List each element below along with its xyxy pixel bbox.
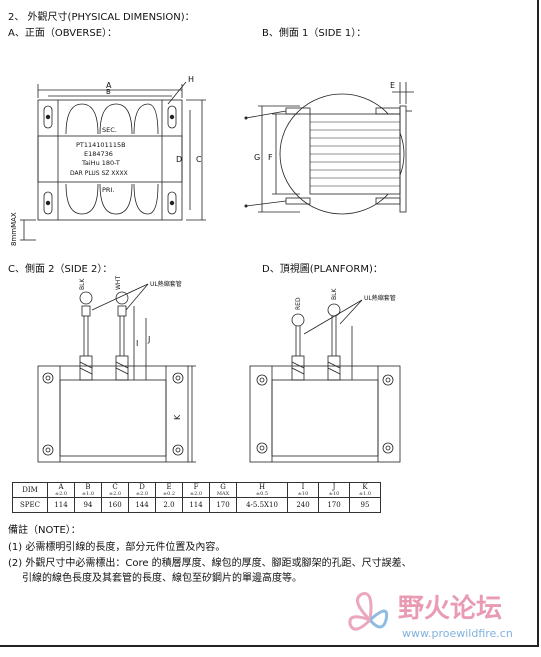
nameplate-line3: TaiHu 180-T [81, 159, 120, 167]
side2-drawing: BLK WHT UL熱縮套管 I J K [37, 276, 196, 463]
dim-j-label: J [147, 335, 150, 344]
spec-j: 170 [318, 497, 350, 513]
spec-i: 240 [287, 497, 319, 513]
note-1: (1) 必需標明引線的長度，部分元件位置及內容。 [8, 542, 226, 553]
max-label: 8mmMAX [10, 212, 18, 246]
planform-title: D、頂視圖(PLANFORM)： [262, 264, 383, 275]
spec-c: 160 [101, 497, 129, 513]
obverse-title: A、正面（OBVERSE）： [8, 28, 118, 39]
col-h-header: H±0.5 [236, 482, 288, 498]
col-c-header: C±2.0 [101, 482, 129, 498]
planform-wire1-label: RED [295, 297, 302, 310]
pri-label: PRI. [102, 186, 114, 194]
dim-g-label: G [254, 153, 260, 162]
col-f-header: F±2.0 [182, 482, 210, 498]
spec-label-cell: SPEC [12, 497, 48, 513]
col-e-header: E±0.2 [155, 482, 183, 498]
table-header-cell: DIM [12, 482, 48, 498]
planform-wire2-label: BLK [331, 288, 338, 300]
watermark-title: 野火论坛 [398, 594, 503, 624]
planform-ul-label: UL熱縮套管 [364, 294, 396, 302]
side1-drawing: E G F [244, 81, 414, 215]
spec-a: 114 [47, 497, 75, 513]
side2-wire1-label: BLK [79, 278, 86, 290]
nameplate-line1: PT114101115B [76, 141, 126, 149]
col-b-header: B±1.0 [74, 482, 102, 498]
sec-label: SEC. [102, 126, 117, 134]
dim-i-label: I [136, 339, 138, 348]
watermark: 野火论坛 www.proewildfire.cn [340, 590, 540, 650]
spec-d: 144 [128, 497, 156, 513]
col-d-header: D±2.0 [128, 482, 156, 498]
dim-c-label: C [196, 155, 202, 164]
col-j-header: J±10 [318, 482, 350, 498]
spec-h: 4-5.5X10 [236, 497, 288, 513]
col-a-header: A±2.0 [47, 482, 75, 498]
spec-f: 114 [182, 497, 210, 513]
side2-ul-label: UL熱縮套管 [150, 280, 182, 288]
dim-k-label: K [173, 414, 182, 420]
col-k-header: K±1.0 [349, 482, 381, 498]
spec-b: 94 [74, 497, 102, 513]
table-spec-row: SPEC 114 94 160 144 2.0 114 170 4-5.5X10… [12, 497, 381, 513]
section-heading: 2、 外觀尺寸(PHYSICAL DIMENSION)： [8, 12, 195, 23]
nameplate-line2: E184736 [84, 150, 113, 158]
spec-g: 170 [209, 497, 237, 513]
dim-h-label: H [188, 75, 194, 84]
col-i-header: I±10 [287, 482, 319, 498]
dimension-table: DIM A±2.0 B±1.0 C±2.0 D±2.0 E±0.2 F±2.0 … [12, 482, 381, 513]
planform-drawing: RED BLK UL熱縮套管 [249, 288, 401, 463]
obverse-drawing: A B D C H SEC. PRI. PT114101115B E184736… [10, 75, 206, 246]
dim-a-label: A [106, 81, 112, 90]
nameplate-line4: DAR PLUS SZ XXXX [70, 170, 128, 177]
dim-b-label: B [106, 88, 111, 96]
dim-e-label: E [390, 81, 395, 90]
side2-title: C、側面 2（SIDE 2）： [8, 264, 113, 275]
dim-f-label: F [268, 153, 273, 162]
note-2-line2: 引線的線色長度及其套管的長度、線包至矽鋼片的單邊高度等。 [22, 573, 302, 584]
spec-k: 95 [349, 497, 381, 513]
side2-wire2-label: WHT [115, 276, 122, 290]
table-header-row: DIM A±2.0 B±1.0 C±2.0 D±2.0 E±0.2 F±2.0 … [12, 482, 381, 498]
side1-title: B、側面 1（SIDE 1）： [262, 28, 367, 39]
note-2-line1: (2) 外觀尺寸中必需標出：Core 的積層厚度、線包的厚度、腳距或腳架的孔距、… [8, 558, 412, 569]
watermark-flower-icon [348, 592, 389, 631]
spec-e: 2.0 [155, 497, 183, 513]
notes-title: 備註（NOTE）： [8, 525, 81, 536]
dim-d-label: D [176, 155, 182, 164]
watermark-url: www.proewildfire.cn [402, 627, 513, 640]
